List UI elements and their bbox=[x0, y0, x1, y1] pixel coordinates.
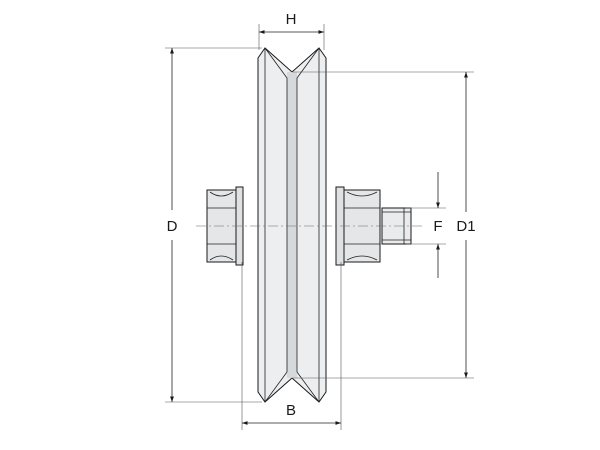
dimension-label-b: B bbox=[286, 402, 296, 419]
dimension-h: H bbox=[258, 11, 325, 50]
dimension-d: D bbox=[165, 47, 262, 403]
wheel-body bbox=[257, 47, 327, 403]
dimension-label-h: H bbox=[286, 11, 297, 28]
dimension-label-d1: D1 bbox=[456, 218, 475, 235]
dimension-label-d: D bbox=[167, 218, 178, 235]
dimension-label-f: F bbox=[433, 218, 442, 235]
dimension-f: F bbox=[406, 172, 446, 278]
dimension-d1: D1 bbox=[292, 71, 476, 379]
dimension-b: B bbox=[241, 262, 342, 430]
